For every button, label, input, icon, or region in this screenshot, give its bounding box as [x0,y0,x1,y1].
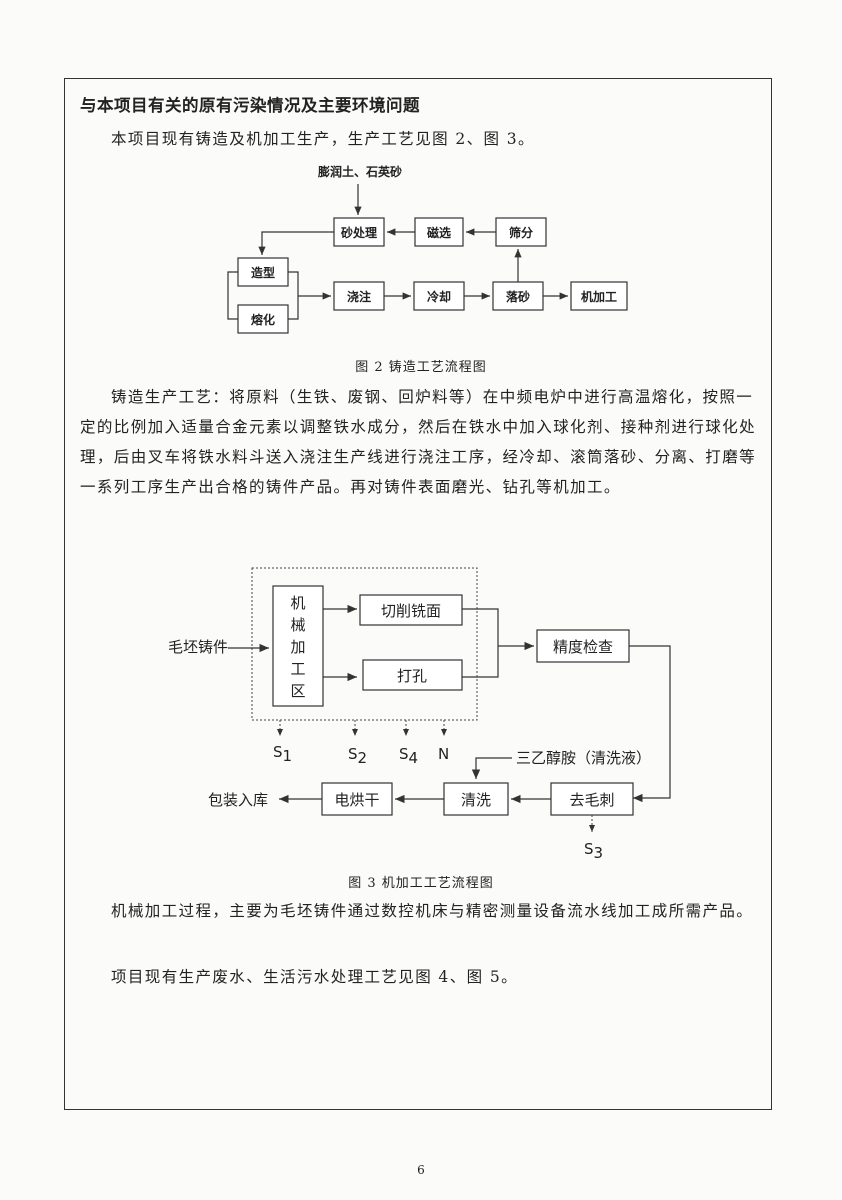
node-sand-processing-label: 砂处理 [340,225,377,240]
casting-process-paragraph: 铸造生产工艺：将原料（生铁、废钢、回炉料等）在中频电炉中进行高温熔化，按照一定的… [80,388,757,496]
node-molding [237,257,289,287]
emission-n-label: N [438,745,449,763]
node-drilling-label: 打孔 [397,667,427,685]
page-frame [64,78,772,1110]
page-number: 6 [417,1163,425,1177]
node-drying-label: 电烘干 [334,791,379,809]
zone-char-4: 工 [290,660,305,678]
input-label: 毛坯铸件 [168,638,228,656]
node-cooling-label: 冷却 [427,289,451,304]
emission-s4-label: S4 [399,745,418,767]
node-deburr-label: 去毛刺 [569,791,614,809]
node-screening-label: 筛分 [509,225,533,240]
figure3-caption: 图 3 机加工工艺流程图 [348,876,494,891]
node-cleaning-label: 清洗 [461,791,491,809]
node-cleaning [443,782,509,816]
node-inspection-label: 精度检查 [553,638,613,656]
machining-area-boundary [251,567,478,721]
node-machining [570,281,628,311]
machining-zone-box [272,585,324,707]
node-machining-label: 机加工 [581,289,617,304]
zone-char-2: 械 [290,616,305,634]
node-shakeout-label: 落砂 [506,289,530,304]
wastewater-paragraph: 项目现有生产废水、生活污水处理工艺见图 4、图 5。 [111,968,518,986]
raw-material-label: 膨润土、石英砂 [317,164,402,179]
node-drilling [362,659,463,691]
cleaning-agent-label: 三乙醇胺（清洗液） [516,749,651,767]
node-screening [495,217,547,247]
output-label: 包装入库 [208,791,268,809]
emission-s3-label: S3 [584,840,603,862]
node-melting-label: 熔化 [251,312,275,327]
zone-char-5: 区 [290,682,305,700]
node-molding-label: 造型 [251,265,275,280]
zone-char-3: 加 [290,638,305,656]
figure2-caption: 图 2 铸造工艺流程图 [355,360,487,375]
casting-flow-diagram: 膨润土、石英砂 砂处理 磁选 筛分 造型 熔化 浇注 冷却 落砂 机加工 [227,164,628,334]
node-cooling [413,281,465,311]
node-shakeout [492,281,544,311]
intro-paragraph: 本项目现有铸造及机加工生产，生产工艺见图 2、图 3。 [111,130,535,148]
node-pouring-label: 浇注 [347,289,371,304]
node-milling [359,594,463,626]
node-milling-label: 切削铣面 [381,602,441,620]
machining-flow-diagram: 毛坯铸件 机 械 加 工 区 切削铣面 打孔 精度检查 S1 S2 S4 N 三… [168,567,671,862]
machining-paragraph: 机械加工过程，主要为毛坯铸件通过数控机床与精密测量设备流水线加工成所需产品。 [111,902,754,920]
section-title: 与本项目有关的原有污染情况及主要环境问题 [80,96,420,115]
emission-s2-label: S2 [348,745,367,767]
node-magnetic-separation-label: 磁选 [426,225,451,240]
emission-s1-label: S1 [273,743,292,765]
zone-char-1: 机 [290,594,305,612]
